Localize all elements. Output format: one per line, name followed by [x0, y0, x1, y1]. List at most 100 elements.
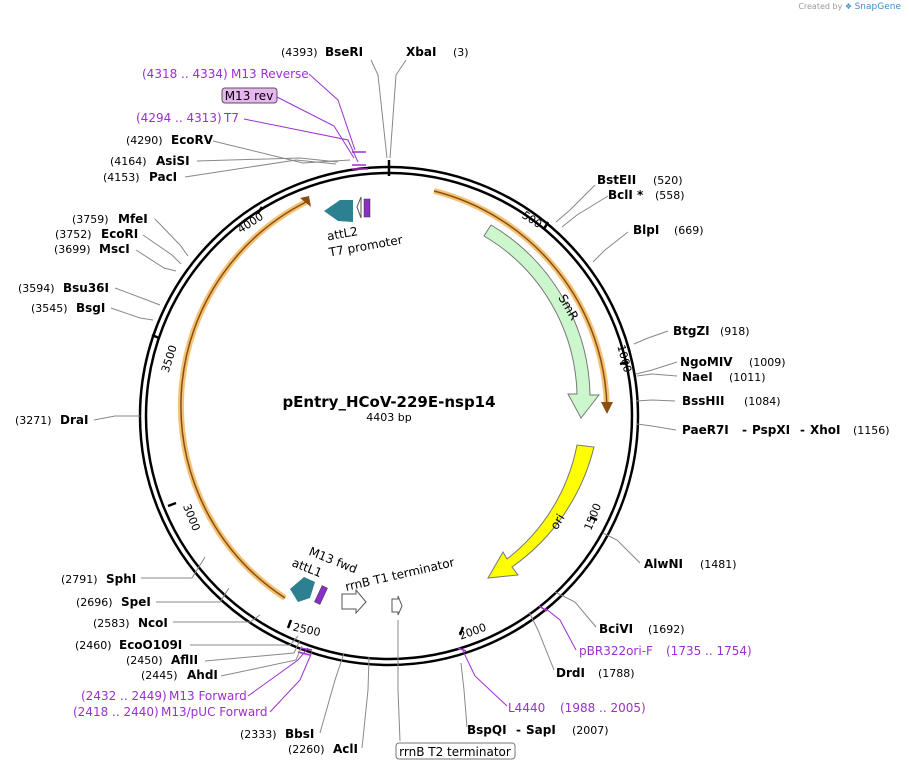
svg-text:(1156): (1156) [853, 424, 890, 437]
feature-label-rrnb-t1: rrnB T1 terminator [344, 555, 456, 594]
svg-text:(2460): (2460) [75, 639, 112, 652]
site-ahdi: (2445) AhdI [141, 668, 218, 682]
primer-m13-puc-forward: (2418 .. 2440) M13/pUC Forward [73, 705, 268, 719]
attl1-arrow [290, 577, 315, 602]
m13-rev-label: M13 rev [225, 89, 274, 103]
svg-text:NcoI: NcoI [138, 616, 168, 630]
svg-text:BspQI: BspQI [467, 723, 507, 737]
svg-text:AflII: AflII [171, 653, 198, 667]
site-ncoi: (2583) NcoI [93, 616, 168, 630]
svg-text:(2583): (2583) [93, 617, 130, 630]
svg-text:(3699): (3699) [54, 243, 91, 256]
primer-t7: (4294 .. 4313) T7 [136, 111, 239, 125]
svg-text:BstEII: BstEII [597, 173, 636, 187]
rrnb-t1-arrow [341, 588, 367, 615]
svg-text:(3752): (3752) [55, 228, 92, 241]
tick-label-1000: 1000 [614, 343, 634, 373]
svg-text:(3594): (3594) [18, 282, 55, 295]
svg-text:BseRI: BseRI [325, 45, 363, 59]
site-paci: (4153) PacI [103, 170, 177, 184]
svg-text:EcoO109I: EcoO109I [119, 638, 182, 652]
primer-m13-reverse: (4318 .. 4334) M13 Reverse [142, 67, 309, 81]
svg-text:(1084): (1084) [744, 395, 781, 408]
credit-brand: SnapGene [854, 2, 901, 12]
site-ngomiv: NgoMIV (1009) [680, 355, 786, 369]
rrnb-t2-arrow [391, 595, 403, 616]
site-mfei: (3759) MfeI [72, 212, 148, 226]
rrnb-t2-box [395, 742, 516, 760]
site-bsshii: BssHII (1084) [682, 394, 781, 408]
site-bcivi: BciVI (1692) [599, 622, 685, 636]
svg-text:(2445): (2445) [141, 669, 178, 682]
site-spei: (2696) SpeI [76, 595, 151, 609]
svg-text:(4290): (4290) [126, 134, 163, 147]
leader-lines [93, 59, 678, 749]
svg-text:(4153): (4153) [103, 171, 140, 184]
svg-text:(2007): (2007) [572, 724, 609, 737]
svg-text:(3545): (3545) [31, 302, 68, 315]
svg-text:AsiSI: AsiSI [156, 154, 190, 168]
site-bbsi: (2333) BbsI [240, 727, 314, 741]
feature-label-attl2: attL2 [326, 224, 359, 243]
site-bspqi-sapi: BspQI - SapI (2007) [467, 723, 609, 737]
svg-text:EcoRI: EcoRI [101, 227, 138, 241]
tick-label-3500: 3500 [159, 343, 180, 374]
svg-text:T7: T7 [223, 111, 239, 125]
svg-text:(1011): (1011) [729, 371, 766, 384]
orf-arc-right [433, 188, 613, 414]
primer-m13-forward: (2432 .. 2449) M13 Forward [81, 689, 247, 703]
site-bcli: BclI * (558) [608, 188, 685, 202]
svg-text:(1988 .. 2005): (1988 .. 2005) [560, 701, 646, 715]
tick-marks [151, 206, 629, 636]
site-ecoo109i: (2460) EcoO109I [75, 638, 182, 652]
smr-arrow [483, 224, 601, 419]
svg-text:(2450): (2450) [126, 654, 163, 667]
svg-text:L4440: L4440 [508, 701, 545, 715]
primer-l4440: L4440 (1988 .. 2005) [508, 701, 646, 715]
credit-prefix: Created by [798, 2, 843, 11]
svg-text:MfeI: MfeI [118, 212, 148, 226]
site-ecori: (3752) EcoRI [55, 227, 138, 241]
svg-text:BtgZI: BtgZI [673, 324, 710, 338]
svg-text:NaeI: NaeI [682, 370, 713, 384]
svg-text:SapI: SapI [526, 723, 556, 737]
svg-text:(1788): (1788) [598, 667, 635, 680]
t7-promoter-mark [363, 198, 371, 218]
tick-label-2500: 2500 [292, 621, 322, 640]
svg-text:(2333): (2333) [240, 728, 277, 741]
svg-text:AhdI: AhdI [187, 668, 218, 682]
site-drdi: DrdI (1788) [556, 666, 635, 680]
svg-text:(3): (3) [453, 46, 469, 59]
tick-label-3000: 3000 [180, 502, 203, 533]
snapgene-logo-icon: ❖ [844, 2, 853, 11]
svg-text:(2791): (2791) [61, 573, 98, 586]
svg-text:M13 Reverse: M13 Reverse [231, 67, 309, 81]
svg-text:XbaI: XbaI [406, 45, 436, 59]
svg-text:(1692): (1692) [648, 623, 685, 636]
site-naei: NaeI (1011) [682, 370, 766, 384]
m13-fwd-mark [314, 585, 328, 605]
svg-text:pBR322ori-F: pBR322ori-F [579, 644, 653, 658]
svg-text:(3271): (3271) [15, 414, 52, 427]
site-paer7i-pspxi-xhoi: PaeR7I - PspXI - XhoI (1156) [682, 423, 890, 437]
svg-text:MscI: MscI [99, 242, 130, 256]
svg-text:(2696): (2696) [76, 596, 113, 609]
orf-arc-left [177, 196, 311, 601]
site-btgzi: BtgZI (918) [673, 324, 750, 338]
site-bsgi: (3545) BsgI [31, 301, 105, 315]
svg-text:PaeR7I: PaeR7I [682, 423, 729, 437]
site-dash-2: - [800, 423, 805, 437]
site-bsteii: BstEII (520) [597, 173, 683, 187]
svg-text:(520): (520) [653, 174, 683, 187]
svg-text:(558): (558) [655, 189, 685, 202]
svg-text:(4318 .. 4334): (4318 .. 4334) [142, 67, 228, 81]
site-bseri: (4393) BseRI [281, 45, 363, 59]
svg-text:BclI *: BclI * [608, 188, 644, 202]
svg-text:(2260): (2260) [288, 743, 325, 756]
m13-rev-box [221, 87, 278, 104]
site-alwni: AlwNI (1481) [644, 557, 737, 571]
plasmid-length: 4403 bp [366, 411, 411, 424]
svg-text:M13 Forward: M13 Forward [169, 689, 247, 703]
attl2-arrow [324, 200, 353, 222]
site-asisi: (4164) AsiSI [110, 154, 190, 168]
